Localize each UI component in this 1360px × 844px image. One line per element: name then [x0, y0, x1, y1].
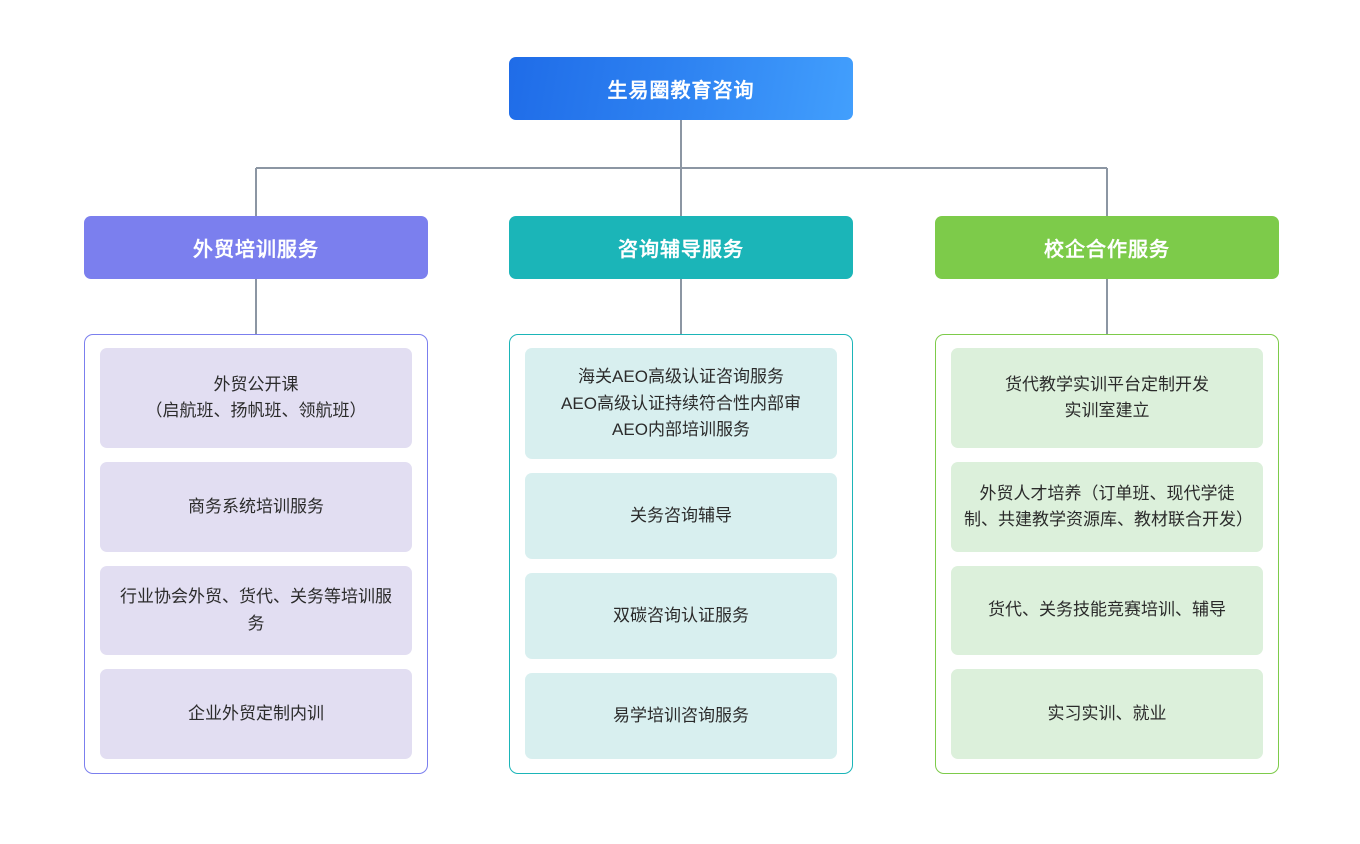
item-card[interactable]: 关务咨询辅导	[525, 473, 837, 560]
item-card[interactable]: 企业外贸定制内训	[100, 669, 412, 759]
item-card[interactable]: 商务系统培训服务	[100, 462, 412, 552]
category-header-2[interactable]: 校企合作服务	[935, 216, 1279, 279]
item-card[interactable]: 货代教学实训平台定制开发 实训室建立	[951, 348, 1263, 449]
column-zi-xun-fu-dao: 咨询辅导服务 海关AEO高级认证咨询服务 AEO高级认证持续符合性内部审 AEO…	[509, 216, 853, 774]
item-card[interactable]: 行业协会外贸、货代、关务等培训服务	[100, 565, 412, 656]
root-node-label: 生易圈教育咨询	[607, 80, 755, 102]
root-node[interactable]: 生易圈教育咨询	[509, 57, 853, 120]
column-wai-mao-pei-xun: 外贸培训服务 外贸公开课 （启航班、扬帆班、领航班） 商务系统培训服务 行业协会…	[84, 216, 428, 774]
item-card[interactable]: 海关AEO高级认证咨询服务 AEO高级认证持续符合性内部审 AEO内部培训服务	[525, 348, 837, 460]
item-card[interactable]: 易学培训咨询服务	[525, 673, 837, 759]
category-header-2-label: 校企合作服务	[1044, 239, 1170, 261]
items-container-0: 外贸公开课 （启航班、扬帆班、领航班） 商务系统培训服务 行业协会外贸、货代、关…	[84, 334, 428, 774]
category-header-1[interactable]: 咨询辅导服务	[509, 216, 853, 279]
item-card[interactable]: 双碳咨询认证服务	[525, 573, 837, 660]
items-container-2: 货代教学实训平台定制开发 实训室建立 外贸人才培养（订单班、现代学徒制、共建教学…	[935, 334, 1279, 774]
category-header-0[interactable]: 外贸培训服务	[84, 216, 428, 279]
category-header-0-label: 外贸培训服务	[193, 239, 319, 261]
item-card[interactable]: 货代、关务技能竞赛培训、辅导	[951, 565, 1263, 656]
item-card[interactable]: 外贸公开课 （启航班、扬帆班、领航班）	[100, 348, 412, 449]
category-header-1-label: 咨询辅导服务	[618, 239, 744, 261]
column-xiao-qi-he-zuo: 校企合作服务 货代教学实训平台定制开发 实训室建立 外贸人才培养（订单班、现代学…	[935, 216, 1279, 774]
items-container-1: 海关AEO高级认证咨询服务 AEO高级认证持续符合性内部审 AEO内部培训服务 …	[509, 334, 853, 774]
item-card[interactable]: 外贸人才培养（订单班、现代学徒制、共建教学资源库、教材联合开发）	[951, 462, 1263, 552]
item-card[interactable]: 实习实训、就业	[951, 669, 1263, 759]
